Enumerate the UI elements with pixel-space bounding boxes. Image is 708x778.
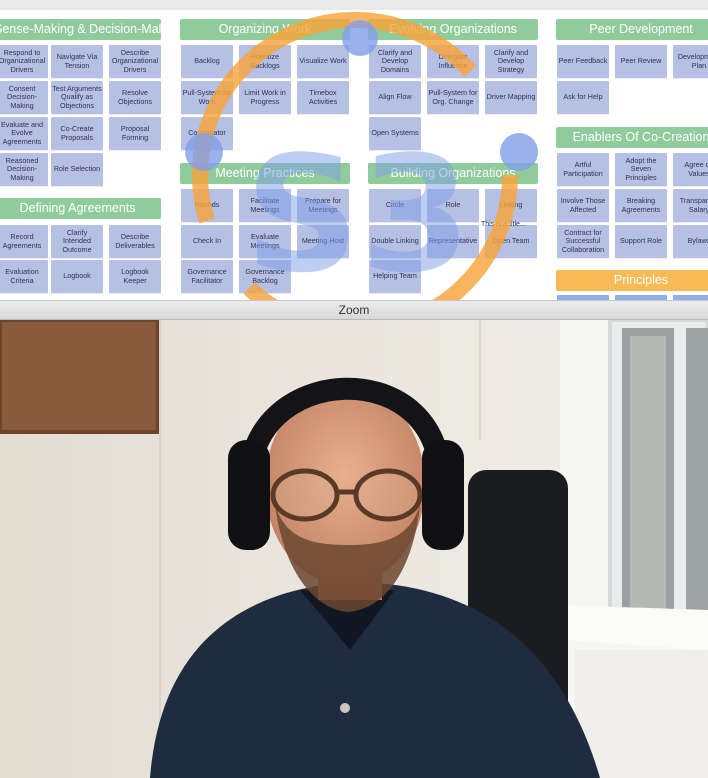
card-facilitate-meetings[interactable]: Facilitate Meetings (239, 189, 291, 222)
card-navigate-tension[interactable]: Navigate Via Tension (51, 45, 103, 78)
card-support-role[interactable]: Support Role (615, 225, 667, 258)
card-co-create[interactable]: Co-Create Proposals (51, 117, 103, 150)
card-rounds[interactable]: Rounds (181, 189, 233, 222)
cork-board (0, 320, 158, 432)
card-principle-3[interactable] (673, 295, 708, 300)
participant-video[interactable] (0, 320, 708, 778)
card-peer-feedback[interactable]: Peer Feedback (557, 45, 609, 78)
video-frame (0, 320, 708, 778)
face (265, 385, 425, 585)
card-governance-backlog[interactable]: Governance Backlog (239, 260, 291, 293)
card-align-flow[interactable]: Align Flow (369, 81, 421, 114)
card-seven-principles[interactable]: Adopt the Seven Principles (615, 153, 667, 186)
window-sill (560, 605, 708, 650)
card-evaluate-evolve[interactable]: Evaluate and Evolve Agreements (0, 117, 48, 150)
card-role[interactable]: Role (427, 189, 479, 222)
card-evaluate-meetings[interactable]: Evaluate Meetings (239, 225, 291, 258)
card-governance-facilitator[interactable]: Governance Facilitator (181, 260, 233, 293)
header-organizing-work: Organizing Work (180, 19, 350, 40)
beard (275, 505, 420, 612)
card-helping-team[interactable]: Helping Team (369, 260, 421, 293)
headphone-left-cup (228, 440, 270, 550)
headphone-right-cup (422, 440, 464, 550)
denim-jacket (150, 582, 600, 778)
card-principle-2[interactable] (615, 295, 667, 300)
card-contract-collaboration[interactable]: Contract for Successful Collaboration (557, 225, 609, 258)
card-transparent-salary[interactable]: Transparent Salary (673, 189, 708, 222)
card-consent[interactable]: Consent Decision-Making (0, 81, 48, 114)
card-logbook[interactable]: Logbook (51, 260, 103, 293)
card-clarify-domains[interactable]: Clarify and Develop Domains (369, 45, 421, 78)
card-bylaws[interactable]: Bylaws (673, 225, 708, 258)
card-visualize-work[interactable]: Visualize Work (297, 45, 349, 78)
card-title-overlay: This is a title... (481, 221, 526, 228)
card-role-selection[interactable]: Role Selection (51, 153, 103, 186)
card-limit-wip[interactable]: Limit Work in Progress (239, 81, 291, 114)
card-circle[interactable]: Circle (369, 189, 421, 222)
shirt-collar (300, 590, 395, 650)
zoom-window-titlebar[interactable]: Zoom (0, 300, 708, 320)
card-agree-values[interactable]: Agree on Values (673, 153, 708, 186)
card-involve-affected[interactable]: Involve Those Affected (557, 189, 609, 222)
header-defining-agreements: Defining Agreements (0, 198, 161, 219)
card-breaking-agreements[interactable]: Breaking Agreements (615, 189, 667, 222)
card-principle-1[interactable] (557, 295, 609, 300)
header-enablers: Enablers Of Co-Creation (556, 127, 708, 148)
card-prepare-meetings[interactable]: Prepare for Meetings (297, 189, 349, 222)
card-meeting-host[interactable]: Meeting Host (297, 225, 349, 258)
card-test-arguments[interactable]: Test Arguments Qualify as Objections (51, 81, 103, 114)
card-check-in[interactable]: Check In (181, 225, 233, 258)
card-record-agreements[interactable]: Record Agreements (0, 225, 48, 258)
s3-practice-board: Sense-Making & Decision-Making Respond t… (0, 0, 708, 300)
window-title: Zoom (338, 303, 370, 317)
card-prioritize-backlogs[interactable]: Prioritize Backlogs (239, 45, 291, 78)
card-logbook-keeper[interactable]: Logbook Keeper (109, 260, 161, 293)
card-deliverables[interactable]: Describe Deliverables (109, 225, 161, 258)
card-backlog[interactable]: Backlog (181, 45, 233, 78)
card-artful-participation[interactable]: Artful Participation (557, 153, 609, 186)
card-driver-mapping[interactable]: Driver Mapping (485, 81, 537, 114)
header-building-organizations: Building Organizations (368, 163, 538, 184)
card-reasoned-decision[interactable]: Reasoned Decision-Making (0, 153, 48, 186)
card-intended-outcome[interactable]: Clarify Intended Outcome (51, 225, 103, 258)
card-peer-review[interactable]: Peer Review (615, 45, 667, 78)
card-respond-drivers[interactable]: Respond to Organizational Drivers (0, 45, 48, 78)
board-top-strip (0, 0, 708, 10)
card-open-systems[interactable]: Open Systems (369, 117, 421, 150)
header-meeting-practices: Meeting Practices (180, 163, 350, 184)
card-proposal-forming[interactable]: Proposal Forming (109, 117, 161, 150)
header-peer-development: Peer Development (556, 19, 708, 40)
card-pull-system-work[interactable]: Pull-System for Work (181, 81, 233, 114)
card-delegate-influence[interactable]: Delegate Influence (427, 45, 479, 78)
card-coordinator[interactable]: Coordinator (181, 117, 233, 150)
card-linking[interactable]: Linking (485, 189, 537, 222)
glasses-right-lens (353, 468, 423, 522)
card-representative[interactable]: Representative (427, 225, 479, 258)
card-resolve-objections[interactable]: Resolve Objections (109, 81, 161, 114)
card-timebox[interactable]: Timebox Activities (297, 81, 349, 114)
card-pull-system-org[interactable]: Pull-System for Org. Change (427, 81, 479, 114)
header-sense-making: Sense-Making & Decision-Making (0, 19, 161, 40)
header-principles: Principles (556, 270, 708, 291)
card-evaluation-criteria[interactable]: Evaluation Criteria (0, 260, 48, 293)
card-double-linking[interactable]: Double Linking (369, 225, 421, 258)
card-describe-drivers[interactable]: Describe Organizational Drivers (109, 45, 161, 78)
glasses-left-lens (270, 468, 340, 522)
card-development-plan[interactable]: Development Plan (673, 45, 708, 78)
header-evolving-organizations: Evolving Organizations (368, 19, 538, 40)
jacket-button (340, 703, 350, 713)
card-clarify-strategy[interactable]: Clarify and Develop Strategy (485, 45, 537, 78)
card-ask-for-help[interactable]: Ask for Help (557, 81, 609, 114)
